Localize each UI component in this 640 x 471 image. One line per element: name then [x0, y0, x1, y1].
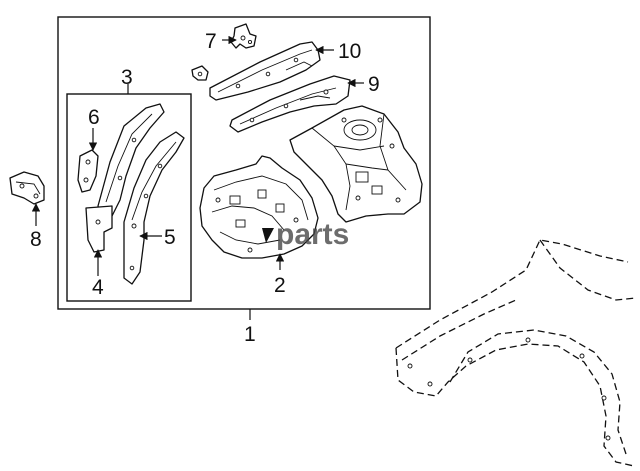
part-7-bracket[interactable]	[230, 23, 257, 49]
fender[interactable]	[395, 239, 637, 467]
callout-4: 4	[92, 276, 104, 299]
callout-3: 3	[121, 66, 133, 89]
part-6-bracket[interactable]	[77, 149, 99, 193]
part-10-upper-rail[interactable]	[209, 41, 321, 101]
callout-10: 10	[338, 40, 361, 63]
callout-8: 8	[30, 228, 42, 251]
callout-6: 6	[88, 106, 100, 129]
callout-2: 2	[274, 274, 286, 297]
callout-5: 5	[164, 226, 176, 249]
part-8-bracket[interactable]	[9, 171, 45, 205]
watermark: parts	[262, 218, 349, 251]
clip-part[interactable]	[191, 65, 209, 81]
watermark-logo-mark	[262, 228, 274, 243]
callout-9: 9	[368, 73, 380, 96]
part-9-lower-rail[interactable]	[229, 75, 351, 133]
part-4-lower-plate[interactable]	[85, 205, 113, 253]
strut-tower[interactable]	[289, 105, 423, 223]
apron-subassembly-frame	[66, 93, 192, 302]
callout-1: 1	[244, 323, 256, 346]
part-2-wheelhouse[interactable]	[199, 155, 319, 259]
assembly-frame	[57, 16, 431, 310]
part-5-reinforcement[interactable]	[123, 131, 185, 285]
watermark-text: parts	[276, 218, 349, 251]
leader-lines	[31, 35, 364, 320]
callout-7: 7	[205, 30, 217, 53]
